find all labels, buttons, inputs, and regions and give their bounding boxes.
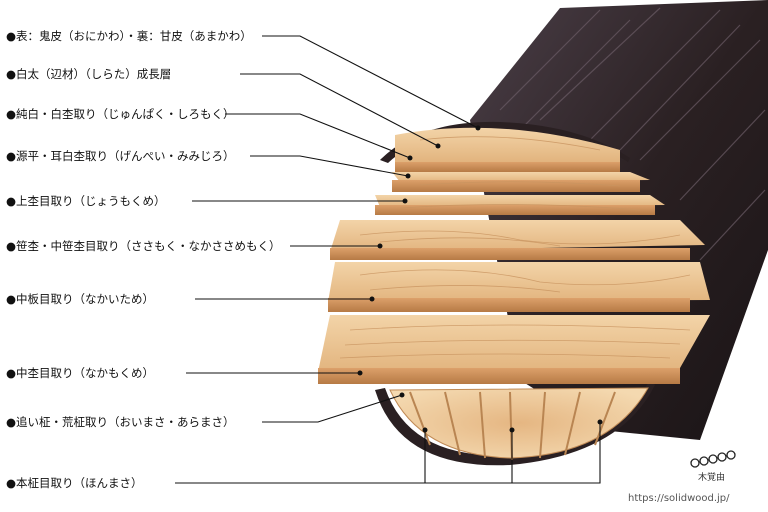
label-middle-figure: ●中杢目取り（なかもくめ） <box>6 366 155 380</box>
logo-text: 木覚由 <box>698 473 726 483</box>
site-url[interactable]: https://solidwood.jp/ <box>628 493 730 504</box>
wood-grain <box>339 136 691 359</box>
label-bark: ●表：鬼皮（おにかわ）・裏：甘皮（あまかわ） <box>6 29 252 43</box>
logo-icon <box>690 450 736 468</box>
label-flat-sawn: ●中板目取り（なかいため） <box>6 292 155 306</box>
label-sapwood: ●白太（辺材）（しらた）成長層 <box>6 67 172 81</box>
leader-dots <box>357 125 603 433</box>
end-grain-fan <box>389 387 649 461</box>
plank-3 <box>375 195 665 215</box>
leader-lines <box>175 35 601 484</box>
label-genpei: ●源平・耳白杢取り（げんぺい・みみじろ） <box>6 149 235 163</box>
label-upper-figure: ●上杢目取り（じょうもくめ） <box>6 194 166 208</box>
label-sasamoku: ●笹杢・中笹杢目取り（ささもく・なかささめもく） <box>6 239 281 253</box>
plank-6 <box>318 315 710 384</box>
bark-ring <box>375 380 655 466</box>
plank-5 <box>328 262 710 312</box>
label-pure-white-figure: ●純白・白杢取り（じゅんぱく・しろもく） <box>6 107 235 121</box>
label-quarter-sawn: ●本柾目取り（ほんまさ） <box>6 476 143 490</box>
label-rift-sawn: ●追い柾・荒柾取り（おいまさ・あらまさ） <box>6 415 235 429</box>
plank-4 <box>330 220 705 260</box>
bark-texture <box>499 7 766 261</box>
plank-1 <box>395 127 620 172</box>
